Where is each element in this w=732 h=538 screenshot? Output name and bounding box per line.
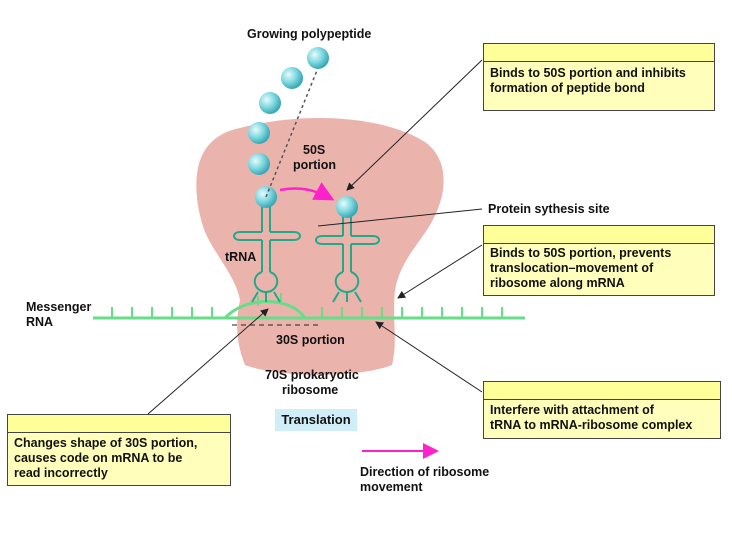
annotation-box-header (484, 226, 714, 244)
polypeptide-bead (248, 153, 270, 175)
annotation-text-line: ribosome along mRNA (490, 276, 625, 290)
direction-label-line1: Direction of ribosome (360, 465, 490, 479)
direction-label-line2: movement (360, 480, 423, 494)
mrna-ticks (111, 293, 503, 318)
50s-portion-label-line2: portion (293, 158, 337, 172)
annotation-text-line: read incorrectly (14, 466, 108, 480)
polypeptide-chain (248, 47, 329, 198)
pointer-lines (147, 59, 483, 415)
polypeptide-bead (281, 67, 303, 89)
annotation-text-line: formation of peptide bond (490, 81, 645, 95)
annotation-text-line: Binds to 50S portion and inhibits (490, 66, 686, 80)
ribosome-label-line1: 70S prokaryotic (265, 368, 359, 382)
annotation-box-peptide-bond: Binds to 50S portion and inhibits format… (483, 43, 715, 111)
annotation-box-header (484, 44, 714, 62)
annotation-box-header (8, 415, 230, 433)
trna-label: tRNA (225, 250, 257, 264)
50s-portion-label-line1: 50S (303, 143, 326, 157)
polypeptide-bead (259, 92, 281, 114)
polypeptide-bead (307, 47, 329, 69)
annotation-box-trna-attachment: Interfere with attachment of tRNA to mRN… (483, 381, 721, 439)
annotation-text-line: tRNA to mRNA-ribosome complex (490, 418, 693, 432)
polypeptide-bead (248, 122, 270, 144)
messenger-rna-label-line1: Messenger (26, 300, 92, 314)
annotation-text-line: Interfere with attachment of (490, 403, 654, 417)
ribosome-label-line2: ribosome (282, 383, 339, 397)
annotation-box-translocation: Binds to 50S portion, prevents transloca… (483, 225, 715, 296)
messenger-rna-label-line2: RNA (26, 315, 54, 329)
annotation-text-line: causes code on mRNA to be (14, 451, 183, 465)
incoming-amino-acid-bead (336, 196, 358, 218)
30s-portion-label: 30S portion (276, 333, 345, 347)
peptide-transfer-arrow (279, 182, 335, 201)
annotation-text-line: Changes shape of 30S portion, (14, 436, 198, 450)
annotation-box-30s-shape: Changes shape of 30S portion, causes cod… (7, 414, 231, 486)
growing-polypeptide-label: Growing polypeptide (247, 27, 372, 41)
annotation-text-line: translocation–movement of (490, 261, 654, 275)
translation-label: Translation (275, 409, 357, 431)
protein-synthesis-site-label: Protein sythesis site (488, 202, 610, 216)
annotation-text-line: Binds to 50S portion, prevents (490, 246, 672, 260)
annotation-box-header (484, 382, 720, 400)
